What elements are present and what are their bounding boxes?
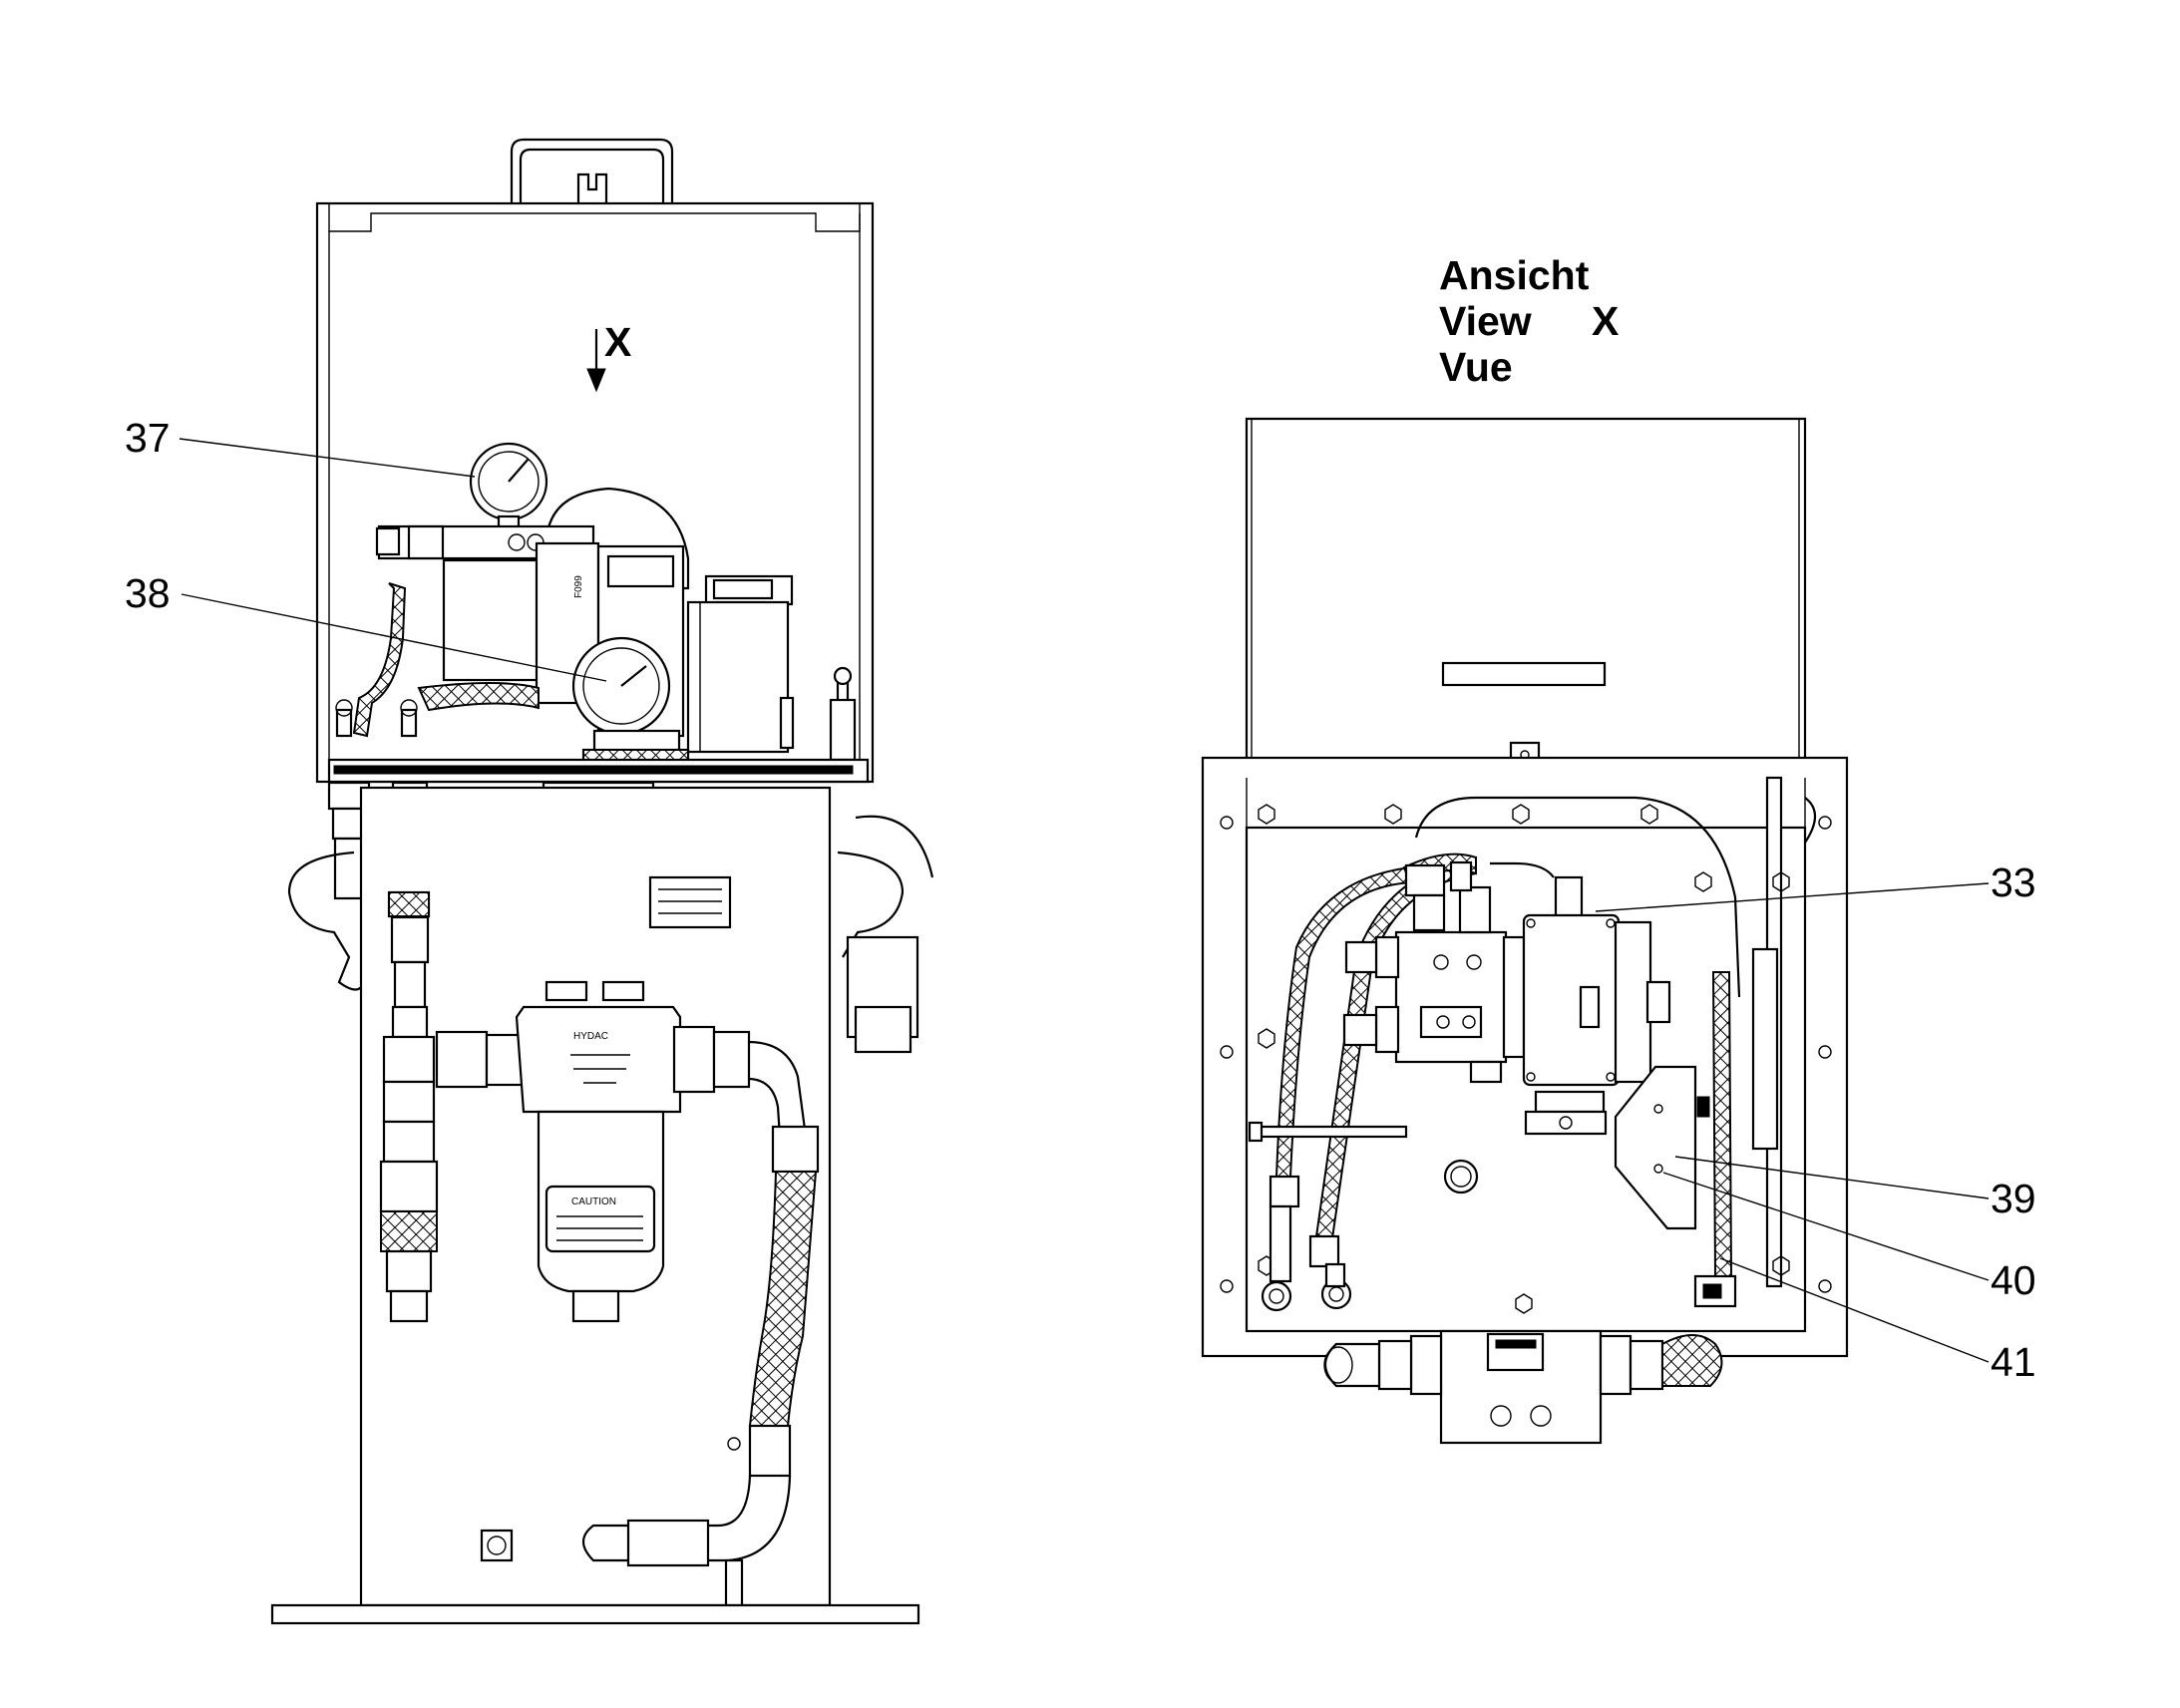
front-view: X F099 — [270, 138, 934, 1625]
callout-41: 41 — [1991, 1339, 2036, 1385]
arrow-marker: X — [604, 319, 631, 365]
view-heading-line3: Vue — [1439, 344, 1513, 390]
view-x-drawing — [1201, 417, 1849, 1445]
return-filter: HYDAC CAUTION — [515, 980, 682, 1323]
view-heading-line1: Ansicht — [1439, 252, 1590, 298]
callout-39: 39 — [1991, 1176, 2036, 1221]
view-heading-marker: X — [1592, 298, 1619, 344]
caution-label: CAUTION — [571, 1196, 616, 1207]
valve-tag: F099 — [573, 575, 584, 598]
callout-37: 37 — [125, 415, 171, 461]
filter-brand: HYDAC — [573, 1031, 608, 1042]
view-x-heading: Ansicht View X Vue — [1439, 252, 1619, 390]
view-heading-line2: View — [1439, 298, 1532, 344]
callout-33: 33 — [1991, 859, 2036, 905]
callout-40: 40 — [1991, 1257, 2036, 1303]
bottom-manifold — [1323, 1329, 1723, 1445]
callout-38: 38 — [125, 570, 171, 616]
